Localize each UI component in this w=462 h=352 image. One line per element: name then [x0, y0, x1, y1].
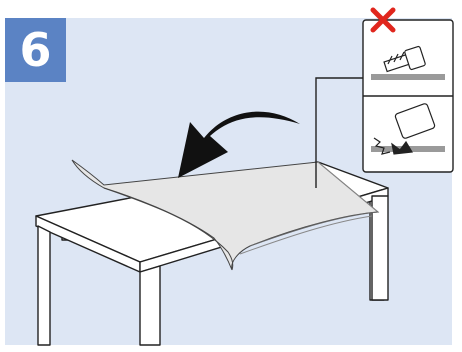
protective-film: [71, 159, 380, 271]
table-leg-front-left: [37, 225, 51, 346]
table-leg-front-middle: [139, 265, 161, 346]
tilted-object-scratch-icon: [371, 103, 445, 155]
red-cross-icon: [370, 7, 396, 33]
screw-on-surface-icon: [371, 45, 445, 80]
curved-arrow-icon: [178, 111, 300, 178]
warning-box: [362, 19, 454, 173]
step-number-badge: 6: [5, 18, 66, 82]
table-leg-front-right: [371, 195, 389, 301]
callout-leader-line: [315, 77, 364, 188]
